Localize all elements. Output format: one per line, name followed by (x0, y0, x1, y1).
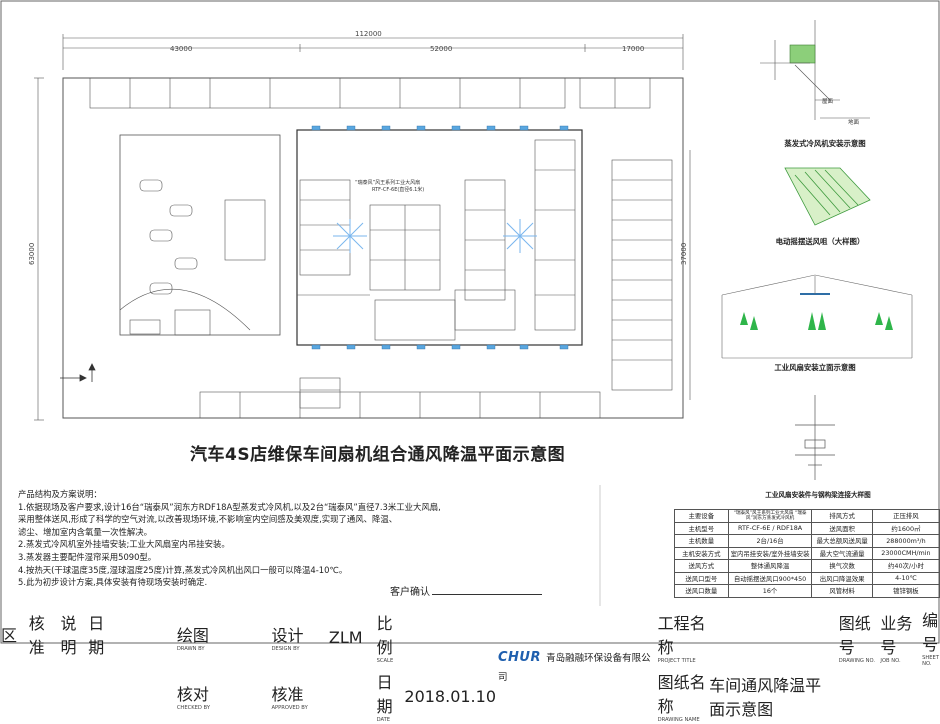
company-logo: CHUR (498, 650, 541, 665)
main-title: 汽车4S店维保车间扇机组合通风降温平面示意图 (190, 445, 566, 465)
dim-mid: 52000 (430, 45, 452, 53)
table-row: 主机型号 RTF-CF-6E / RDF18A 送风面积 约1600㎡ (674, 521, 940, 535)
roof-tag: 屋面 (822, 98, 834, 105)
design-label: 设计 (271, 626, 304, 645)
fan-steel-detail (795, 395, 835, 480)
cooler-install-detail (760, 20, 870, 120)
fan-elevation-detail (721, 274, 913, 359)
project-title-en: PROJECT TITLE (657, 658, 696, 664)
table-row: 主要设备 “瑞泰风”风王系列工业大风扇 “瑞泰风”润东方蒸发式冷风机 排风方式 … (674, 509, 940, 523)
note-line: 采用整体送风,形成了科学的空气对流,以改善现场环境,不影响室内空间感及美观度,实… (18, 514, 398, 525)
note-line: 3.蒸发器主要配件湿帘采用5090型。 (18, 551, 157, 562)
drawing-name-label: 图纸名称 (657, 673, 706, 716)
business-no-label: 业务号 (880, 614, 913, 657)
dim-right: 17000 (622, 45, 644, 53)
dim-total: 112000 (355, 30, 382, 38)
drawn-en: DRAWN BY (176, 646, 205, 652)
date-label: 日期 (88, 613, 105, 657)
dim-height: 63000 (28, 243, 36, 265)
dim-height-right: 37000 (680, 243, 688, 265)
checked-en: CHECKED BY (176, 705, 211, 711)
customer-signature-line (432, 594, 542, 595)
floor-plan (34, 34, 691, 421)
design-en: DESIGN BY (271, 646, 300, 652)
date2-label: 日期 (376, 673, 393, 716)
fan-label-1: “瑞泰风”风王系列工业大风扇 (355, 179, 420, 186)
customer-confirm-label: 客户确认 (390, 587, 430, 598)
cooler-units (311, 125, 569, 350)
ground-tag: 地面 (848, 118, 860, 126)
designer-name: ZLM (328, 627, 363, 647)
company-cell: CHUR 青岛融融环保设备有限公司 (497, 606, 657, 724)
table-row: 送风口型号 自动摇摆送风口900*450 出风口降温效果 4-10℃ (674, 571, 940, 585)
table-row: 主机数量 2台/16台 最大总额风送风量 288000m³/h (674, 534, 940, 548)
spec-table: 主要设备 “瑞泰风”风王系列工业大风扇 “瑞泰风”润东方蒸发式冷风机 排风方式 … (674, 509, 940, 598)
note-line: 4.按热天(干球温度35度,湿球温度25度)计算,蒸发式冷风机出风口一般可以降温… (18, 564, 348, 575)
note-line: 滤尘、增加室内含氧量一次性解决。 (18, 526, 152, 537)
scheme-notes: 产品结构及方案说明： 1.依据现场及客户要求,设计16台“瑞泰风”润东方RDF1… (18, 488, 538, 589)
note-line: 5.此为初步设计方案,具体安装有待现场安装时确定. (18, 577, 208, 588)
approved-label: 核准 (271, 685, 304, 704)
dim-left: 43000 (170, 45, 192, 53)
note-line: 2.蒸发式冷风机室外挂墙安装;工业大风扇室内吊挂安装。 (18, 539, 230, 550)
sheet-no-label: 编号 (922, 611, 939, 654)
scale-label: 比例 (376, 614, 393, 657)
table-row: 送风口数量 16个 风管材料 镀锌钢板 (674, 584, 940, 598)
explain-label: 说明 (60, 613, 77, 657)
business-no-en: JOB NO. (880, 658, 901, 664)
note-line: 产品结构及方案说明： (18, 489, 102, 499)
table-row: 主机安装方式 室内吊挂安装/室外挂墙安装 最大空气流通量 23000CMH/mi… (674, 546, 940, 560)
drawing-no-label: 图纸号 (838, 614, 871, 657)
drawing-name-value: 车间通风降温平面示意图 (709, 676, 822, 719)
note-line: 1.依据现场及客户要求,设计16台“瑞泰风”润东方RDF18A型蒸发式冷风机,以… (18, 501, 441, 512)
checked-label: 核对 (176, 685, 209, 704)
fan-label-2: RTF-CF-6E(直径6.1米) (372, 186, 424, 193)
louver-caption: 电动摇摆送风咀（大样图） (775, 237, 865, 246)
project-title-label: 工程名称 (657, 614, 706, 657)
check-label: 核准 (28, 613, 45, 657)
title-block: 区 核准 说明 日期 绘图 DRAWN BY 设计 DESIGN BY ZLM … (0, 606, 940, 724)
louver-detail (784, 167, 871, 226)
drawn-label: 绘图 (176, 626, 209, 645)
fan-elevation-caption: 工业风扇安装立面示意图 (774, 363, 856, 372)
approved-en: APPROVED BY (271, 705, 308, 711)
sheet-no-en: SHEET NO. (922, 655, 939, 667)
table-row: 送风方式 整体通风降温 换气次数 约40次/小时 (674, 559, 940, 573)
industrial-fan-1 (333, 219, 367, 253)
drawing-sheet: 112000 43000 52000 17000 63000 37000 “瑞泰… (0, 0, 940, 644)
date2-en: DATE (376, 717, 391, 723)
cooler-install-caption: 蒸发式冷风机安装示意图 (784, 139, 866, 148)
entrance-arrows (60, 363, 96, 382)
airflow-arrows (740, 312, 893, 330)
industrial-fan-2 (503, 219, 537, 253)
date-value: 2018.01.10 (404, 686, 496, 706)
drawing-no-en: DRAWING NO. (838, 658, 875, 664)
drawing-name-en: DRAWING NAME (657, 717, 700, 723)
fan-steel-caption: 工业风扇安装件与钢构梁连接大样图 (765, 491, 871, 499)
scale-en: SCALE (376, 658, 394, 664)
zone-label: 区 (1, 625, 18, 645)
